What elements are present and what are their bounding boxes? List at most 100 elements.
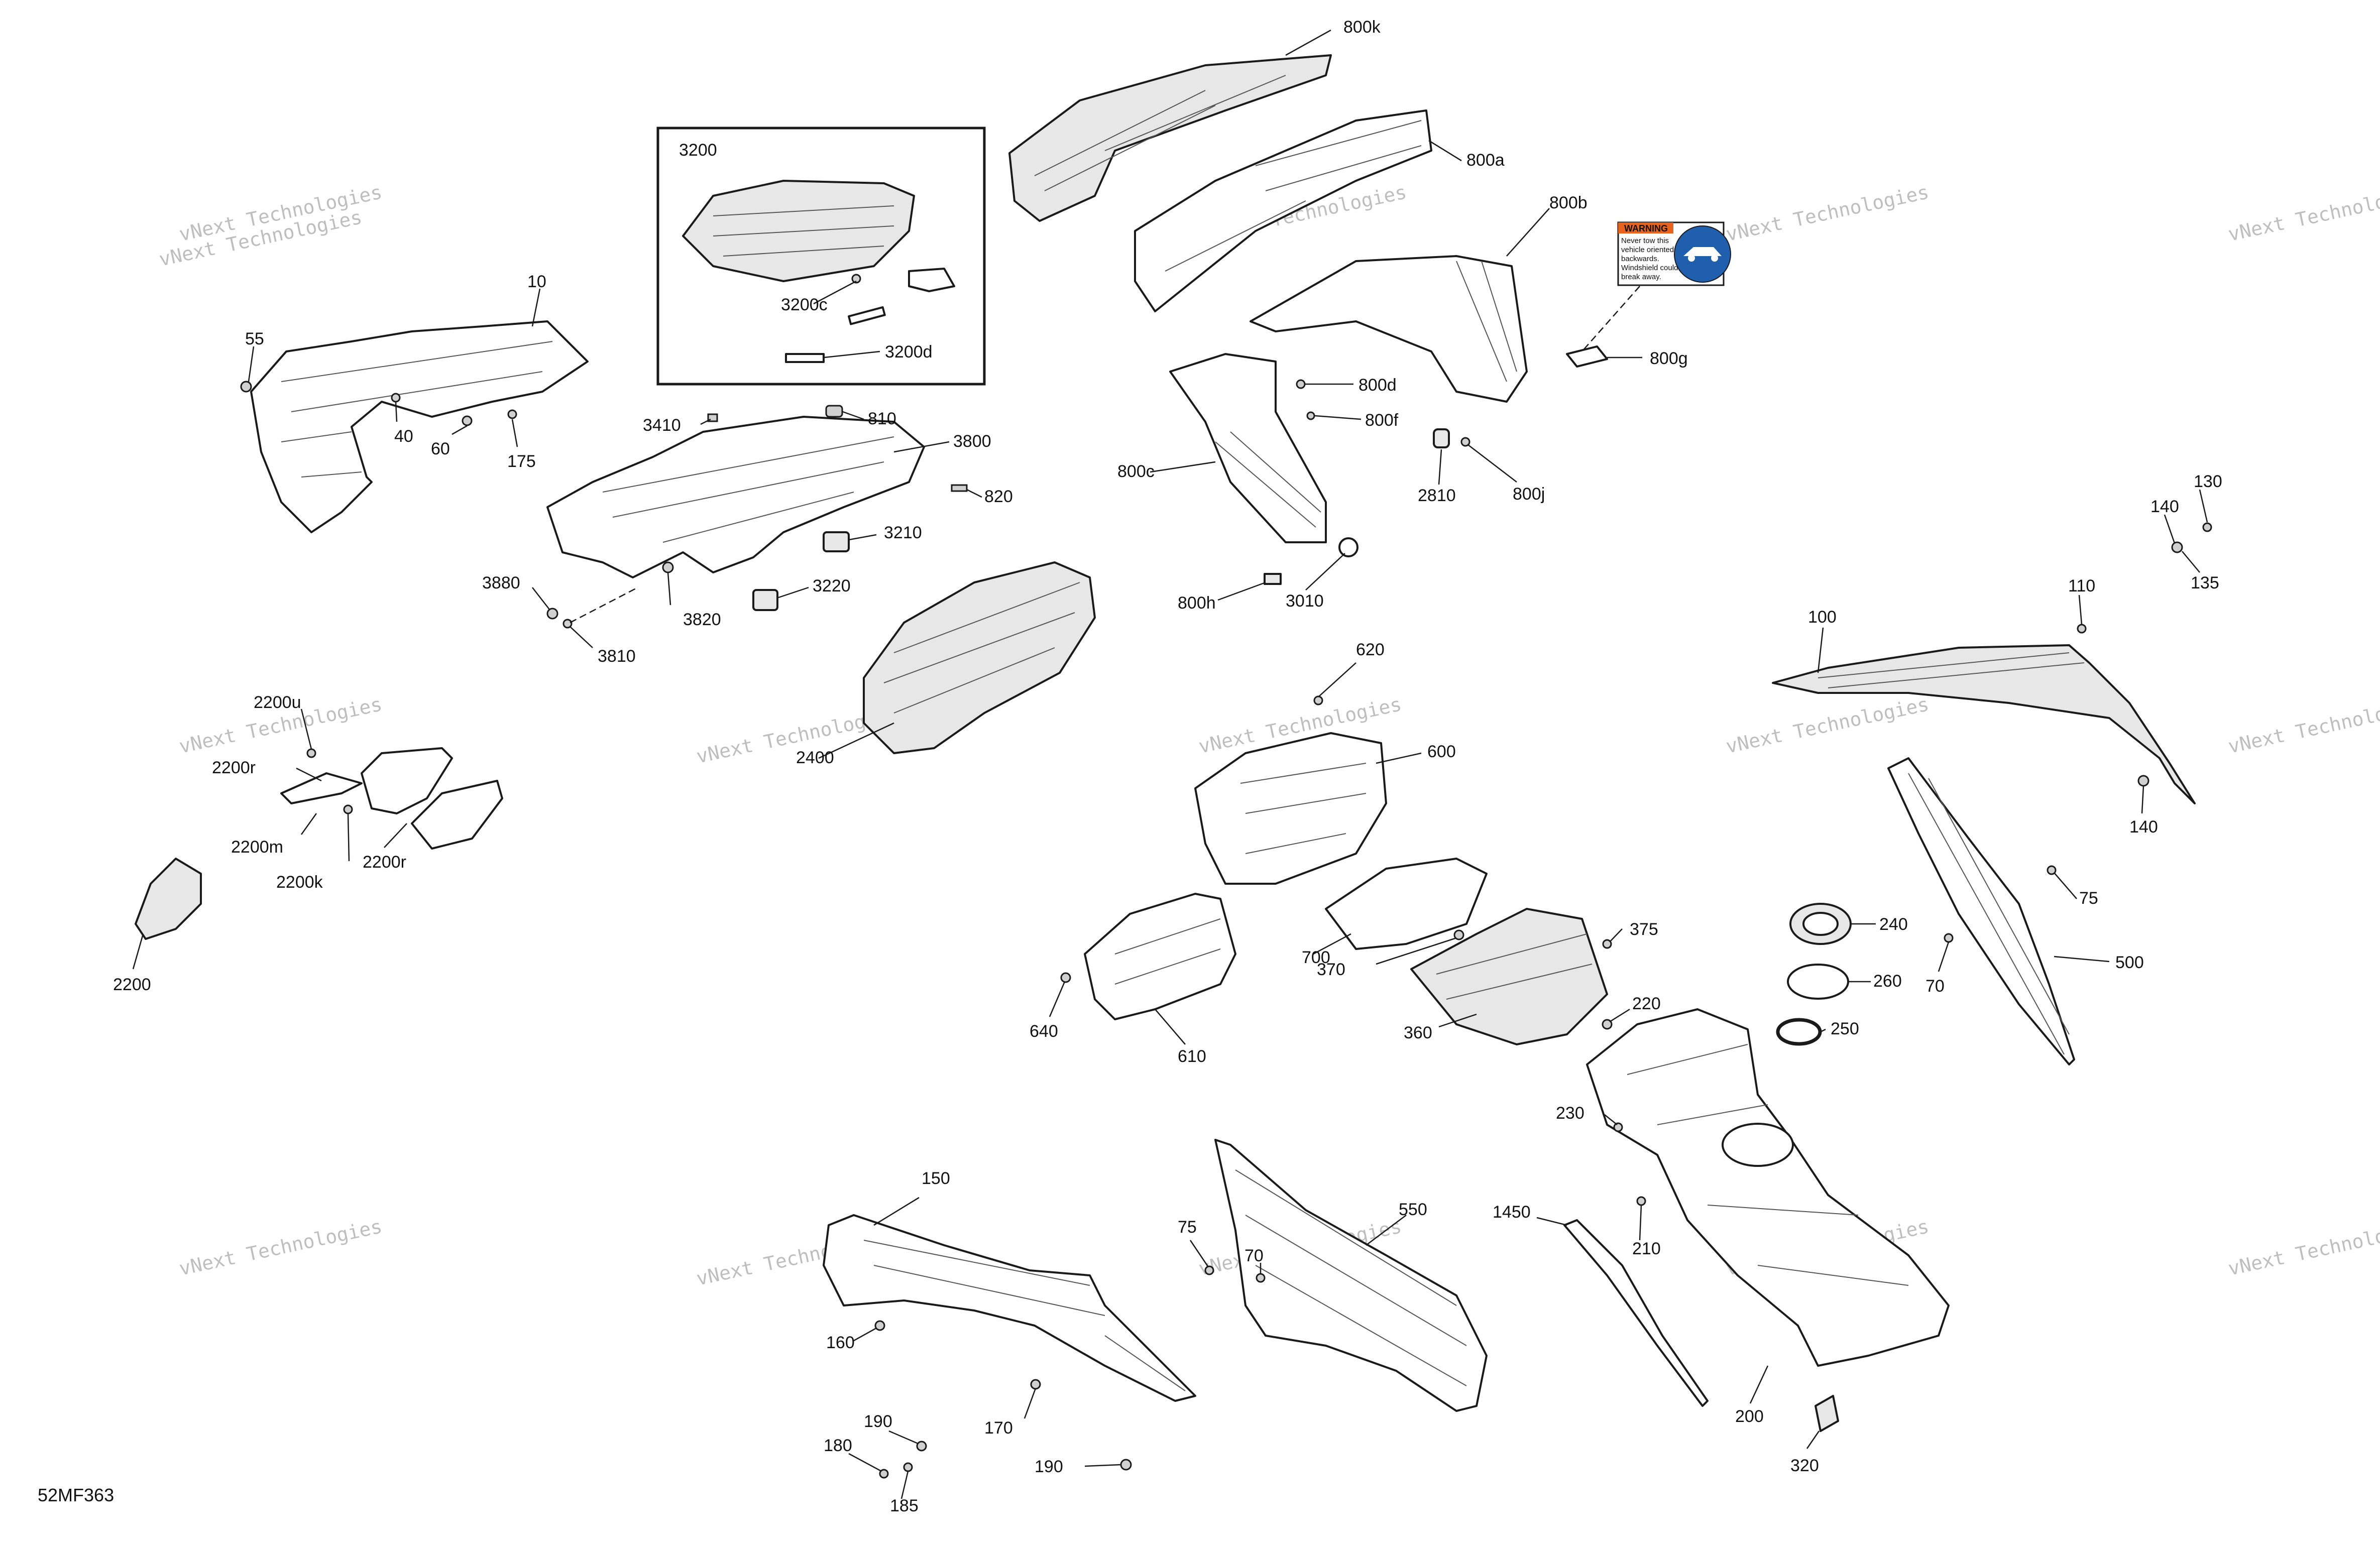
label-3810: 3810 <box>598 647 636 666</box>
leader-135 <box>2182 551 2200 573</box>
part-700 <box>1325 858 1488 950</box>
leader-550 <box>1366 1215 1407 1246</box>
leader-55 <box>248 346 255 382</box>
part-70-lower <box>1256 1273 1266 1283</box>
leader-600 <box>1376 752 1422 764</box>
leader-2810 <box>1438 449 1442 485</box>
part-160 <box>874 1320 885 1331</box>
label-800a: 800a <box>1466 151 1505 170</box>
part-3880 <box>546 608 558 620</box>
part-150-detail <box>863 1240 1186 1391</box>
leader-110 <box>2078 595 2083 625</box>
label-75-lower: 75 <box>1178 1218 1197 1237</box>
diagram-reference: 52MF363 <box>38 1485 114 1505</box>
part-640 <box>1060 972 1071 983</box>
leader-140-top <box>2164 514 2176 544</box>
part-40 <box>391 393 401 403</box>
leader-130 <box>2199 489 2208 523</box>
part-140-top <box>2171 541 2183 553</box>
leader-190-top <box>888 1430 919 1445</box>
part-210 <box>1636 1196 1646 1206</box>
label-190-bottom: 190 <box>1035 1457 1063 1476</box>
leader-800j <box>1467 444 1517 483</box>
watermark: vNext Technologies <box>2226 1215 2380 1280</box>
label-130: 130 <box>2194 472 2222 491</box>
part-810 <box>825 405 843 418</box>
leader-40 <box>395 401 398 422</box>
leader-800k <box>1285 29 1331 56</box>
leader-160 <box>853 1327 877 1342</box>
watermark: vNext Technologies <box>2226 693 2380 758</box>
leader-3880 <box>532 587 550 611</box>
label-800h: 800h <box>1178 594 1216 613</box>
label-3800: 3800 <box>953 432 991 451</box>
leader-800b <box>1506 208 1550 257</box>
label-3210: 3210 <box>884 523 922 542</box>
part-100-detail <box>1818 652 2085 688</box>
leader-190-bottom <box>1084 1464 1121 1467</box>
label-2200r-upper: 2200r <box>212 758 256 777</box>
label-1450: 1450 <box>1493 1203 1531 1222</box>
label-800b: 800b <box>1549 193 1588 212</box>
leader-140-bottom <box>2141 785 2144 814</box>
label-70-upper: 70 <box>1925 977 1945 996</box>
watermark: vNext Technologies <box>2226 181 2380 246</box>
part-100 <box>1772 644 2196 804</box>
label-160: 160 <box>826 1333 855 1352</box>
label-55: 55 <box>245 329 264 348</box>
part-200 <box>1586 1008 1950 1367</box>
label-810: 810 <box>868 409 896 428</box>
warning-decal: WARNING Never tow this vehicle oriented … <box>1617 221 1731 286</box>
label-2200m: 2200m <box>231 838 283 857</box>
leader-3810 <box>570 626 593 648</box>
part-3800 <box>546 416 925 578</box>
part-3200d-upper <box>848 306 886 325</box>
leader-10 <box>531 288 541 327</box>
leader-75-upper <box>2054 872 2077 899</box>
part-800d <box>1296 379 1306 389</box>
label-170: 170 <box>984 1418 1013 1438</box>
part-3210 <box>823 531 850 552</box>
leader-2200r-lower <box>384 823 407 848</box>
tow-wheel-icon <box>1688 255 1695 262</box>
label-200: 200 <box>1735 1407 1764 1426</box>
part-170 <box>1030 1379 1041 1390</box>
label-360: 360 <box>1404 1023 1432 1042</box>
warning-heading: WARNING <box>1624 223 1668 233</box>
part-175 <box>507 409 517 419</box>
label-600: 600 <box>1427 742 1456 761</box>
watermark: vNext Technologies <box>1724 181 1931 246</box>
part-190-bottom <box>1120 1459 1132 1471</box>
label-175: 175 <box>507 452 536 471</box>
label-2200k: 2200k <box>276 873 323 892</box>
part-110 <box>2077 624 2087 634</box>
label-620: 620 <box>1356 640 1385 659</box>
part-3820 <box>662 561 674 573</box>
leader-lines <box>132 29 2208 1499</box>
leader-810 <box>842 411 864 420</box>
part-200-cup <box>1722 1123 1794 1167</box>
part-800h <box>1264 573 1282 585</box>
part-600 <box>1194 732 1387 885</box>
leader-3820 <box>667 572 671 606</box>
part-800k <box>1008 54 1332 222</box>
leader-700 <box>1313 933 1351 955</box>
leader-3800 <box>893 441 950 453</box>
part-360-detail <box>1436 933 1593 1000</box>
part-3200d-lower <box>785 353 825 363</box>
leader-500 <box>2054 956 2110 963</box>
part-800a <box>1134 109 1432 312</box>
label-3010: 3010 <box>1286 591 1324 611</box>
label-3220: 3220 <box>813 576 851 596</box>
part-10 <box>250 320 589 533</box>
leader-370 <box>1376 937 1457 965</box>
leader-150 <box>873 1197 920 1226</box>
label-500: 500 <box>2115 953 2144 972</box>
leader-360 <box>1438 1013 1477 1028</box>
part-70-upper <box>1944 933 1954 943</box>
warning-line-4: Windshield could <box>1621 264 1678 272</box>
leader-2200k <box>347 813 350 862</box>
part-200-detail <box>1627 1044 1909 1286</box>
part-75-lower <box>1204 1265 1214 1275</box>
